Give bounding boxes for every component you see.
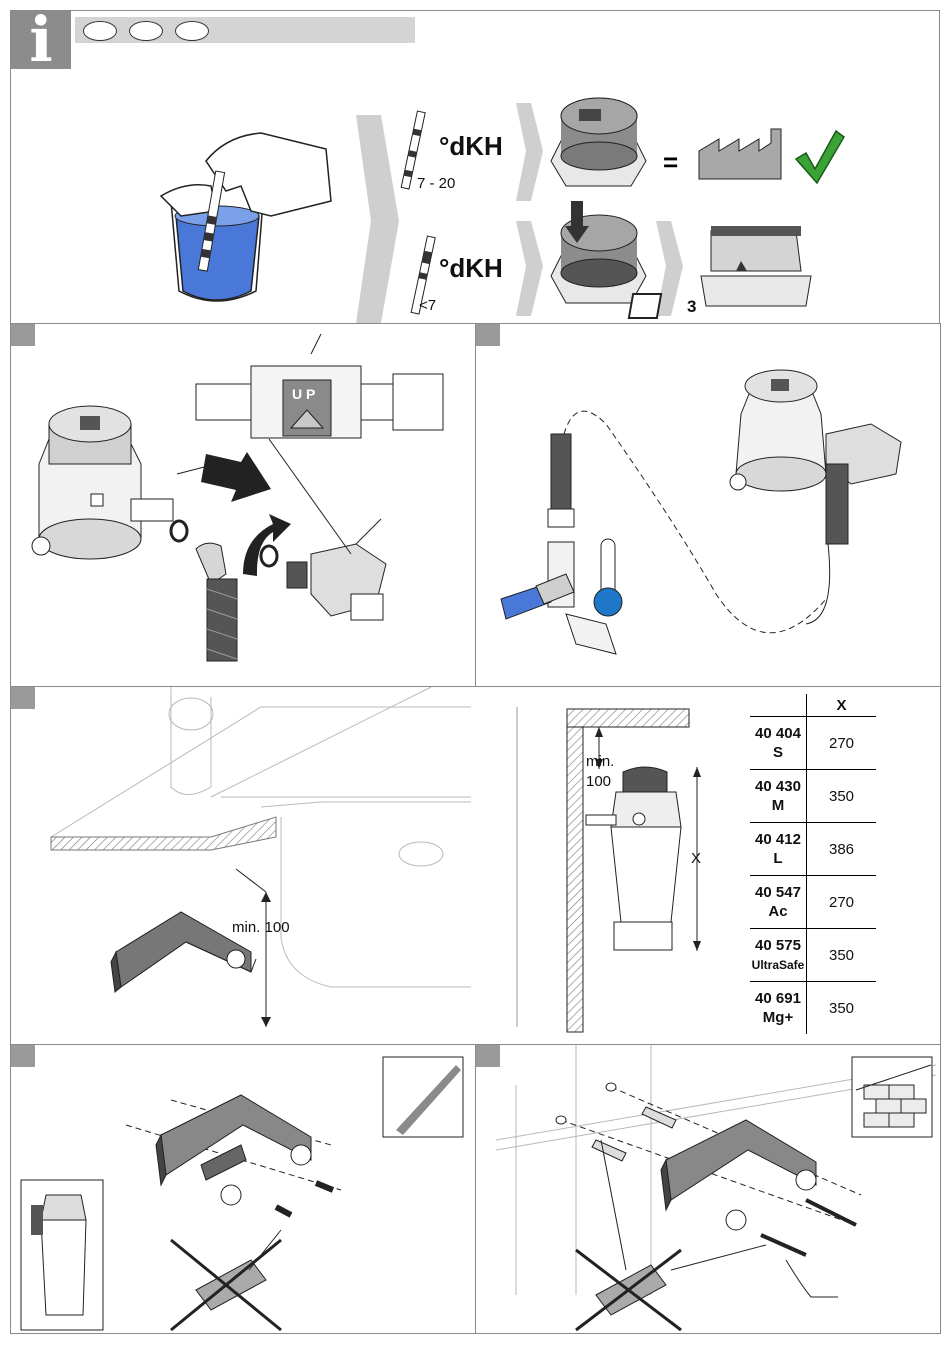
- dkh-label-a: °dKH: [439, 131, 503, 162]
- cartridge-x: 350: [807, 929, 877, 982]
- flow-valve-icon: [196, 334, 443, 438]
- arrow-right-icon: [201, 452, 271, 502]
- wall-drilling-illustration: [476, 1045, 941, 1334]
- min-side-label-2: 100: [586, 773, 611, 790]
- chevron-right-icon: [356, 115, 399, 323]
- equals-sign: =: [663, 147, 678, 177]
- cartridge-code: 40 404: [755, 725, 801, 742]
- no-adhesive-icon: [576, 1250, 681, 1330]
- wall-bracket-icon: [156, 1095, 311, 1205]
- filter-head-icon: [730, 370, 901, 624]
- panel-water-hardness: i: [10, 10, 940, 324]
- table-header-x: X: [807, 694, 877, 717]
- filter-cartridge-icon: [586, 767, 681, 950]
- wall-plug-icon: [592, 1140, 626, 1161]
- cartridge-x: 270: [807, 876, 877, 929]
- panel-mount-screws: [10, 1044, 476, 1334]
- cartridge-code: 40 430: [755, 778, 801, 795]
- cartridge-code: 40 691: [755, 990, 801, 1007]
- filter-cap-icon: [629, 226, 811, 318]
- cartridge-code: 40 547: [755, 884, 801, 901]
- range-a: 7 - 20: [417, 175, 455, 192]
- setting-number: 3: [687, 297, 696, 317]
- cartridge-x: 386: [807, 823, 877, 876]
- filter-head-icon: [551, 98, 646, 186]
- filter-thumbnail-icon: [21, 1180, 103, 1330]
- min-clearance-label: min. 100: [232, 919, 290, 936]
- factory-icon: [699, 129, 781, 179]
- mount-screws-illustration: [11, 1045, 476, 1334]
- cartridge-x: 350: [807, 982, 877, 1035]
- panel-wall-drilling: [475, 1044, 941, 1334]
- cartridge-size: S: [773, 744, 783, 761]
- cartridge-x: 270: [807, 717, 877, 770]
- cartridge-size: L: [773, 850, 782, 867]
- cartridge-code: 40 575: [755, 937, 801, 954]
- panel-valve-assembly: U P: [10, 323, 476, 687]
- hand-icon: [161, 133, 331, 216]
- cartridge-code: 40 412: [755, 831, 801, 848]
- check-icon: [796, 131, 844, 183]
- x-dimension-label: X: [691, 850, 701, 867]
- panel-connection: [475, 323, 941, 687]
- range-b: <7: [419, 297, 436, 314]
- cartridge-size: Ac: [768, 903, 787, 920]
- no-adhesive-icon: [171, 1240, 281, 1330]
- cartridge-size: UltraSafe: [752, 958, 805, 972]
- connection-illustration: [476, 324, 941, 687]
- min-side-label-1: min.: [586, 753, 614, 770]
- up-label: U P: [292, 386, 315, 402]
- dkh-label-b: °dKH: [439, 253, 503, 284]
- wall-bracket-icon: [661, 1120, 816, 1230]
- filter-head-icon: [32, 406, 173, 559]
- cartridge-x: 350: [807, 770, 877, 823]
- cartridge-size: Mg+: [763, 1009, 793, 1026]
- valve-assembly-illustration: [11, 324, 476, 687]
- thermometer-icon: [594, 539, 622, 616]
- hose-icon: [196, 543, 237, 661]
- filter-head-adjust-icon: [551, 201, 646, 303]
- cartridge-size: M: [772, 797, 785, 814]
